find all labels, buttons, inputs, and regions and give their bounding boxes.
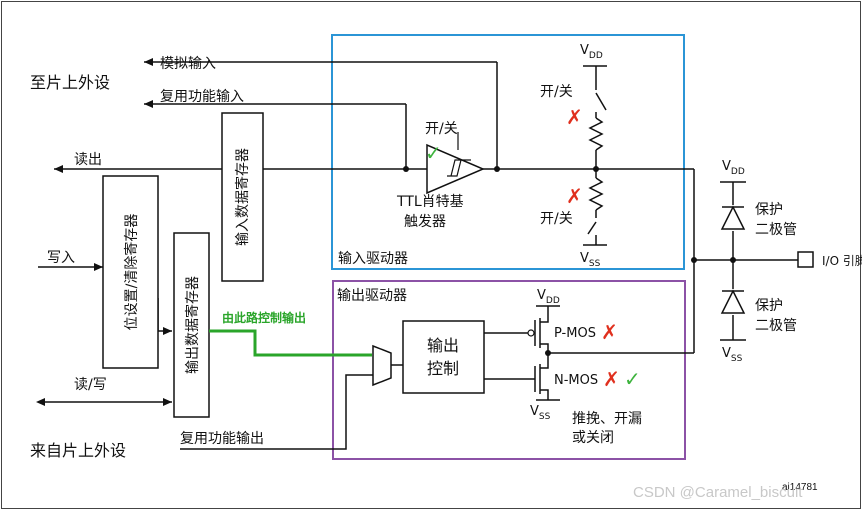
analog-input-label: 模拟输入	[160, 56, 216, 72]
vdd-diode-label: VDD	[722, 159, 745, 177]
figure-id: ai14781	[782, 482, 818, 493]
vss-mos-label: VSS	[530, 404, 551, 422]
write-label: 写入	[47, 250, 75, 266]
peripheral-in-label: 至片上外设	[30, 73, 110, 92]
output-control-block	[402, 320, 485, 394]
pulldown-cross-mark: ✗	[566, 184, 583, 208]
pulldown-switch	[587, 221, 597, 235]
input-driver-box	[331, 34, 685, 270]
schmitt-check-mark: ✓	[425, 141, 442, 165]
vss-pulldown-label: VSS	[580, 251, 601, 269]
vss-diode-label: VSS	[722, 346, 743, 364]
pullup-switch-label: 开/关	[540, 84, 573, 100]
input-data-register	[221, 112, 264, 282]
watermark: CSDN @Caramel_biscuit	[633, 484, 803, 501]
bsrr-to-odr-wire	[157, 298, 172, 335]
io-pin	[797, 251, 814, 268]
protect-diode-2-label-b: 二极管	[755, 318, 797, 334]
bit-set-reset-register-label: 位设置/清除寄存器	[123, 214, 140, 331]
schmitt-trigger	[426, 143, 485, 195]
nmos-label: N-MOS	[554, 373, 598, 388]
vdd-mos-label: VDD	[537, 288, 560, 306]
pmos-label: P-MOS	[554, 326, 596, 341]
output-driver-box	[332, 280, 686, 460]
protect-diode-1-label-b: 二极管	[755, 222, 797, 238]
protection-diode-2	[720, 289, 746, 314]
output-control-label-1: 输出	[427, 336, 459, 355]
nmos-check-mark: ✓	[624, 367, 641, 391]
vdd-pullup-label: VDD	[580, 43, 603, 61]
pulldown-switch-label: 开/关	[540, 211, 573, 227]
read-label: 读出	[74, 151, 102, 168]
path-note-label: 由此路控制输出	[222, 310, 306, 325]
input-driver-label: 输入驱动器	[338, 251, 408, 267]
nmos-source	[540, 389, 549, 400]
output-mux	[372, 344, 392, 387]
io-pin-label: I/O 引脚	[822, 253, 862, 268]
pmos-gate-bubble	[527, 329, 535, 337]
output-mode-label-1: 推挽、开漏	[572, 411, 642, 427]
protection-diode-1	[720, 205, 746, 230]
alt-func-input-label: 复用功能输入	[160, 88, 244, 105]
junction-dot	[403, 166, 409, 172]
pmos-cross-mark: ✗	[601, 320, 618, 344]
bit-set-reset-register	[102, 175, 159, 369]
input-data-register-label: 输入数据寄存器	[234, 148, 251, 246]
from-peripheral-label: 来自片上外设	[30, 441, 126, 460]
highlight-path	[209, 329, 372, 357]
ttl-schmitt-label-2: 触发器	[404, 214, 446, 230]
pullup-switch	[595, 92, 607, 111]
schmitt-switch-label: 开/关	[425, 121, 458, 137]
protect-diode-1-label-a: 保护	[755, 202, 783, 218]
alt-func-output-wire	[180, 374, 373, 450]
output-data-register-label: 输出数据寄存器	[184, 276, 201, 374]
pullup-resistor	[588, 117, 604, 151]
nmos-cross-mark: ✗	[603, 367, 620, 391]
output-driver-label: 输出驱动器	[337, 288, 407, 304]
pulldown-resistor	[588, 177, 604, 211]
output-data-register	[173, 232, 210, 418]
read-write-label: 读/写	[74, 376, 107, 393]
output-mode-label-2: 或关闭	[572, 430, 614, 446]
output-control-label-2: 控制	[427, 359, 459, 378]
pmos-source	[540, 306, 549, 323]
junction-dot	[494, 166, 500, 172]
hysteresis-icon	[447, 159, 471, 177]
junction-dot	[691, 257, 697, 263]
pullup-cross-mark: ✗	[566, 105, 583, 129]
alt-func-output-label: 复用功能输出	[180, 430, 264, 447]
nmos-drain	[540, 353, 549, 369]
ttl-schmitt-label-1: TTL肖特基	[396, 193, 464, 210]
protect-diode-2-label-a: 保护	[755, 298, 783, 314]
